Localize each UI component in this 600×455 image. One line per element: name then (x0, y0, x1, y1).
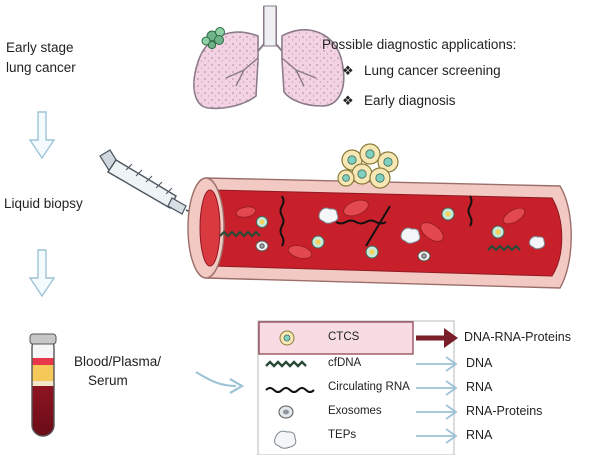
cfdna-strand-icon (265, 360, 307, 368)
lung-tumor-icon (201, 27, 225, 50)
stage-early-lung-cancer-label: Early stage lung cancer (6, 40, 76, 75)
flow-arrow-down-2 (28, 249, 56, 298)
result-arrow-exosomes (416, 404, 458, 420)
platelet-icon (274, 430, 297, 449)
result-arrow-teps (416, 428, 458, 444)
legend-item-teps: TEPs (328, 429, 357, 441)
blood-tube-icon (29, 333, 57, 437)
curved-arrow-to-legend (195, 371, 245, 394)
exosome-icon (278, 405, 294, 419)
result-arrow-ctcs (416, 328, 458, 348)
application-item-early-diagnosis: ❖Early diagnosis (342, 93, 456, 108)
legend-result-ctcs: DNA-RNA-Proteins (464, 330, 571, 344)
stage-liquid-biopsy-label: Liquid biopsy (4, 196, 83, 211)
legend-result-exosomes: RNA-Proteins (466, 404, 543, 418)
legend-item-ctcs: CTCS (328, 331, 360, 343)
ctc-cell-icon (279, 330, 295, 346)
rna-strand-icon (265, 387, 315, 393)
diamond-bullet-icon: ❖ (342, 63, 354, 78)
applications-title: Possible diagnostic applications: (322, 37, 517, 52)
result-arrow-rna (416, 380, 458, 396)
ctc-cluster-icon (337, 143, 399, 189)
legend-item-cfdna: cfDNA (328, 357, 362, 369)
blood-vessel (187, 143, 572, 289)
lungs-icon (193, 5, 345, 110)
application-item-screening: ❖Lung cancer screening (342, 63, 501, 78)
diamond-bullet-icon: ❖ (342, 93, 354, 108)
legend-result-rna: RNA (466, 380, 493, 394)
result-arrow-cfdna (416, 356, 458, 372)
legend-item-circulating-rna: Circulating RNA (328, 381, 410, 393)
stage-sample-type-label: Blood/Plasma/ Serum (74, 354, 162, 388)
legend-result-teps: RNA (466, 428, 493, 442)
legend-item-exosomes: Exosomes (328, 405, 382, 417)
flow-arrow-down-1 (28, 111, 56, 160)
legend-result-cfdna: DNA (466, 356, 493, 370)
